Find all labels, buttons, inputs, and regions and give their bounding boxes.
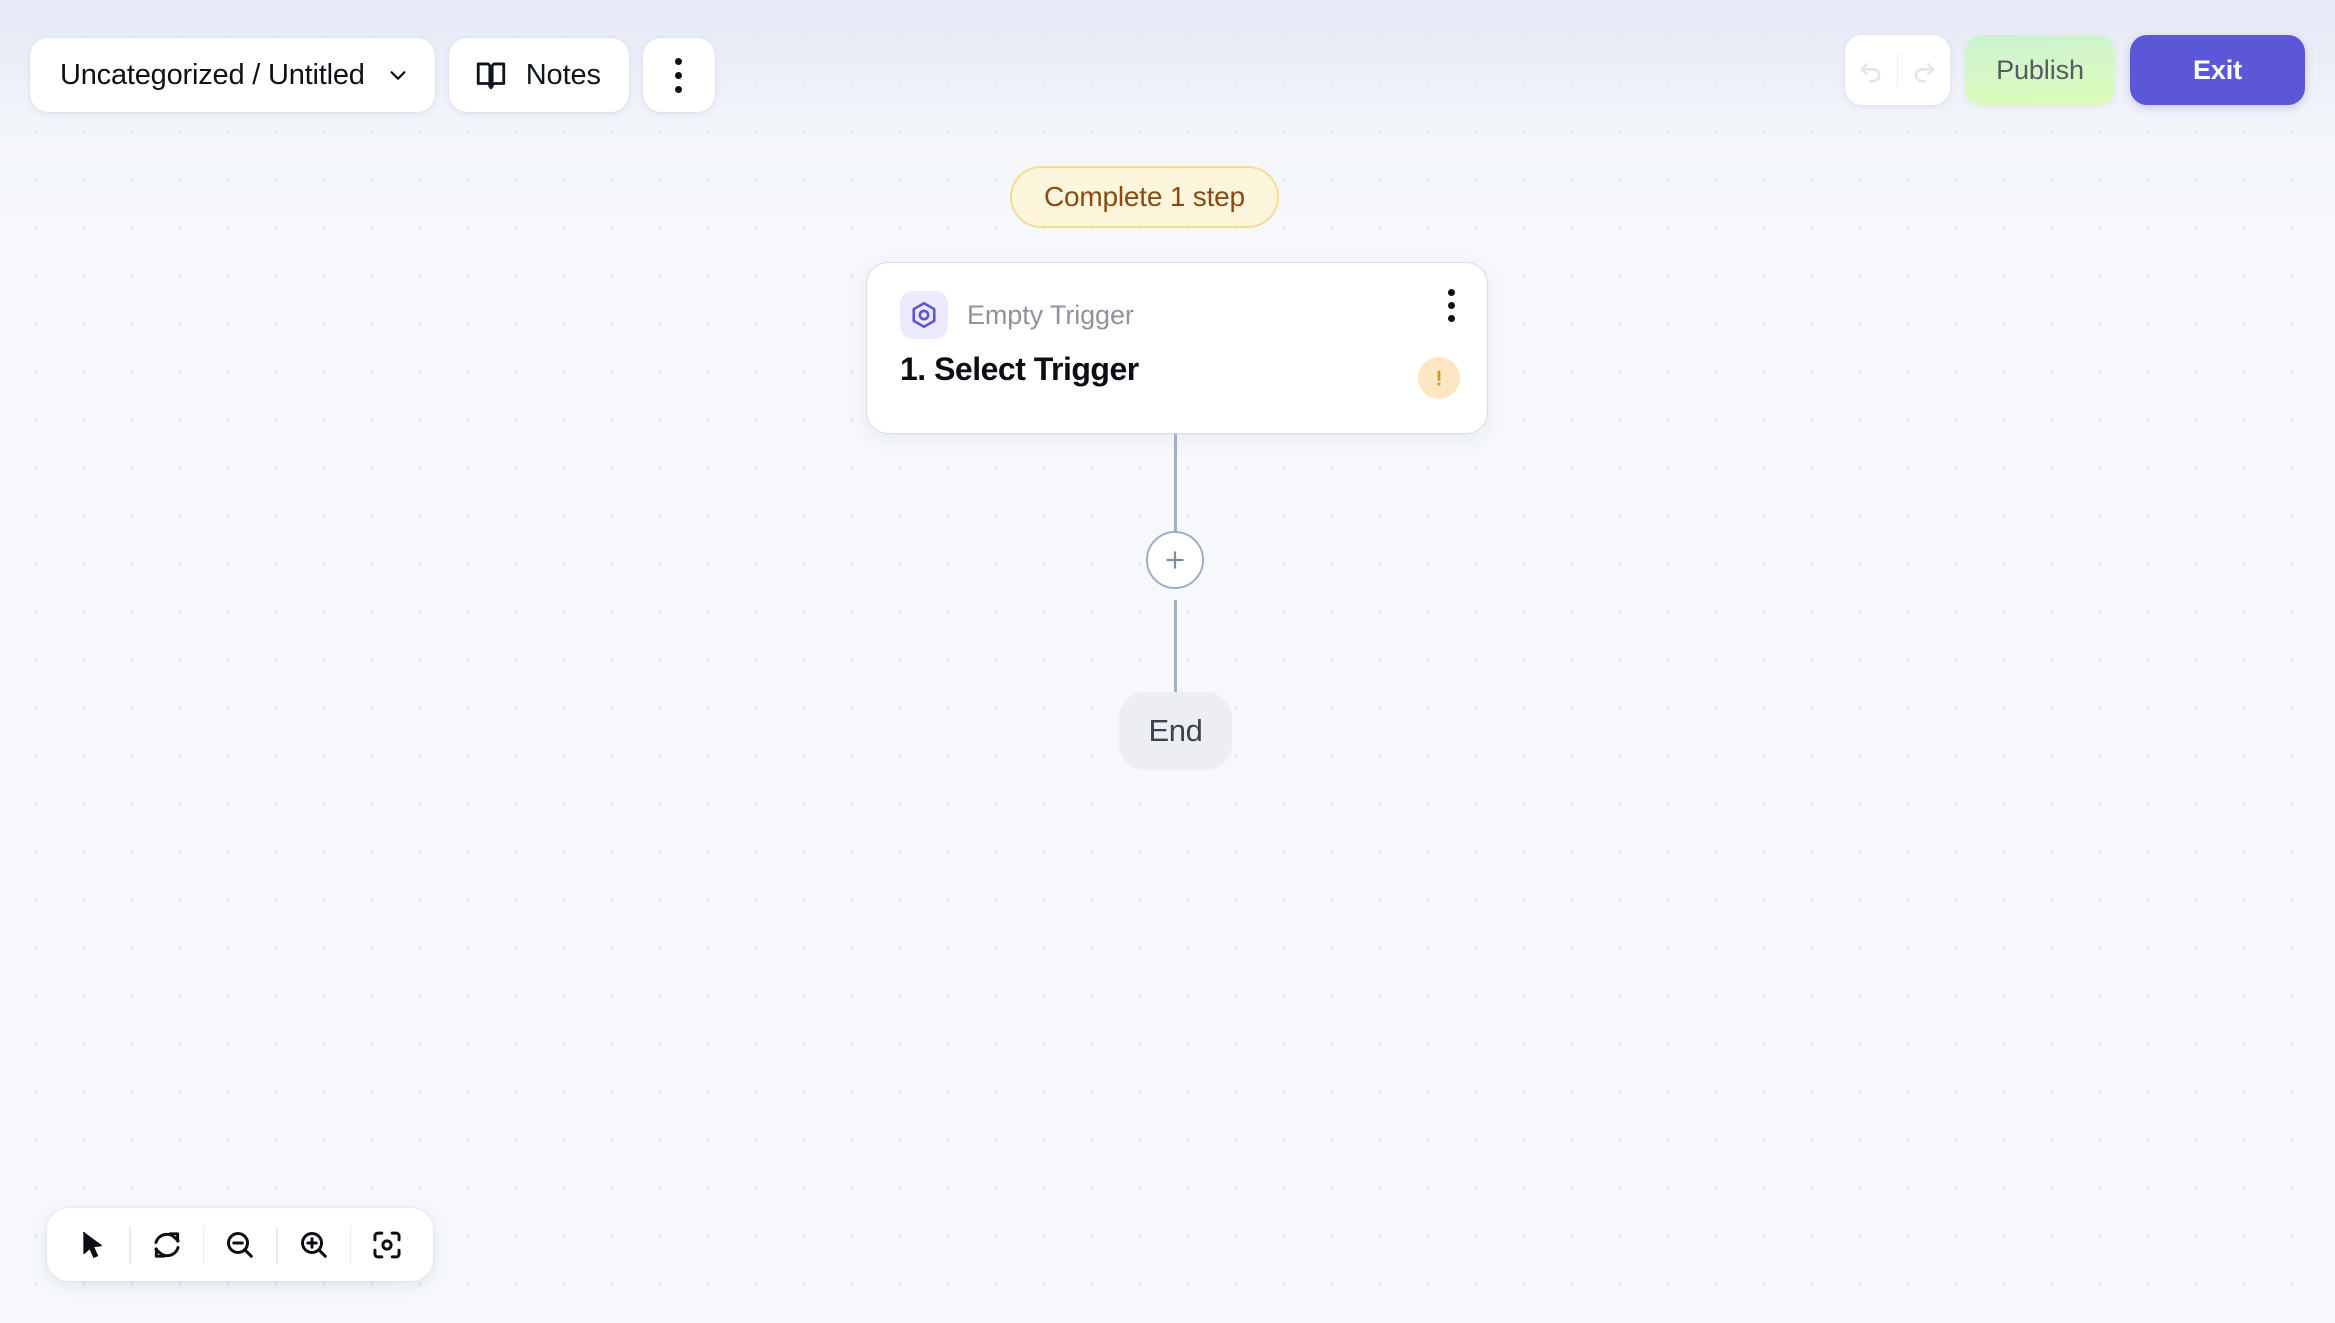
refresh-icon	[153, 1231, 180, 1258]
trigger-node-menu-button[interactable]	[1448, 289, 1455, 322]
kebab-menu-icon	[675, 57, 683, 93]
edge-trigger-to-add	[1174, 434, 1177, 545]
exit-button[interactable]: Exit	[2130, 35, 2305, 105]
trigger-node-warning-badge	[1418, 357, 1460, 399]
canvas-toolbar	[47, 1208, 433, 1281]
zoom-in-button[interactable]	[278, 1208, 350, 1281]
end-node[interactable]: End	[1119, 692, 1232, 770]
undo-arrow-icon	[1860, 63, 1881, 83]
notes-button[interactable]: Notes	[448, 38, 629, 112]
breadcrumb-dropdown[interactable]: Uncategorized / Untitled	[30, 38, 435, 112]
cursor-arrow-icon	[82, 1231, 102, 1258]
toolbar-divider	[276, 1225, 278, 1264]
chevron-down-icon	[390, 71, 406, 80]
undo-redo-divider	[1897, 53, 1898, 87]
magnifier-minus-icon	[227, 1231, 253, 1258]
select-tool-button[interactable]	[57, 1208, 129, 1281]
hexagon-trigger-icon	[912, 301, 936, 329]
magnifier-plus-icon	[300, 1231, 327, 1258]
publish-button[interactable]: Publish	[1965, 35, 2115, 105]
redo-arrow-icon	[1914, 63, 1935, 83]
undo-button[interactable]	[1845, 35, 1897, 105]
notes-label: Notes	[525, 58, 601, 91]
warning-exclamation-icon	[1437, 370, 1441, 386]
edge-add-to-end	[1174, 600, 1177, 697]
reset-view-button[interactable]	[131, 1208, 203, 1281]
toolbar-divider	[202, 1225, 204, 1264]
focus-frame-icon	[373, 1231, 401, 1258]
zoom-out-button[interactable]	[204, 1208, 276, 1281]
plus-icon	[1166, 551, 1184, 569]
book-icon	[476, 62, 505, 90]
trigger-node-title: 1. Select Trigger	[900, 351, 1139, 387]
fit-to-view-button[interactable]	[351, 1208, 423, 1281]
redo-button[interactable]	[1898, 35, 1950, 105]
add-step-button[interactable]	[1146, 531, 1204, 589]
breadcrumb-label: Uncategorized / Untitled	[60, 58, 365, 91]
trigger-node-subtitle: Empty Trigger	[967, 299, 1134, 330]
trigger-node-header: Empty Trigger	[900, 291, 1134, 339]
toolbar-divider	[129, 1225, 131, 1264]
header-right-group: Publish Exit	[1845, 35, 2305, 105]
toolbar-divider	[349, 1225, 351, 1264]
header-left-group: Uncategorized / Untitled Notes	[30, 38, 715, 112]
trigger-node-card[interactable]: Empty Trigger 1. Select Trigger	[866, 262, 1488, 434]
trigger-icon-badge	[900, 291, 948, 339]
more-options-button[interactable]	[642, 38, 715, 112]
undo-redo-group	[1845, 35, 1950, 105]
status-badge: Complete 1 step	[1010, 166, 1279, 228]
